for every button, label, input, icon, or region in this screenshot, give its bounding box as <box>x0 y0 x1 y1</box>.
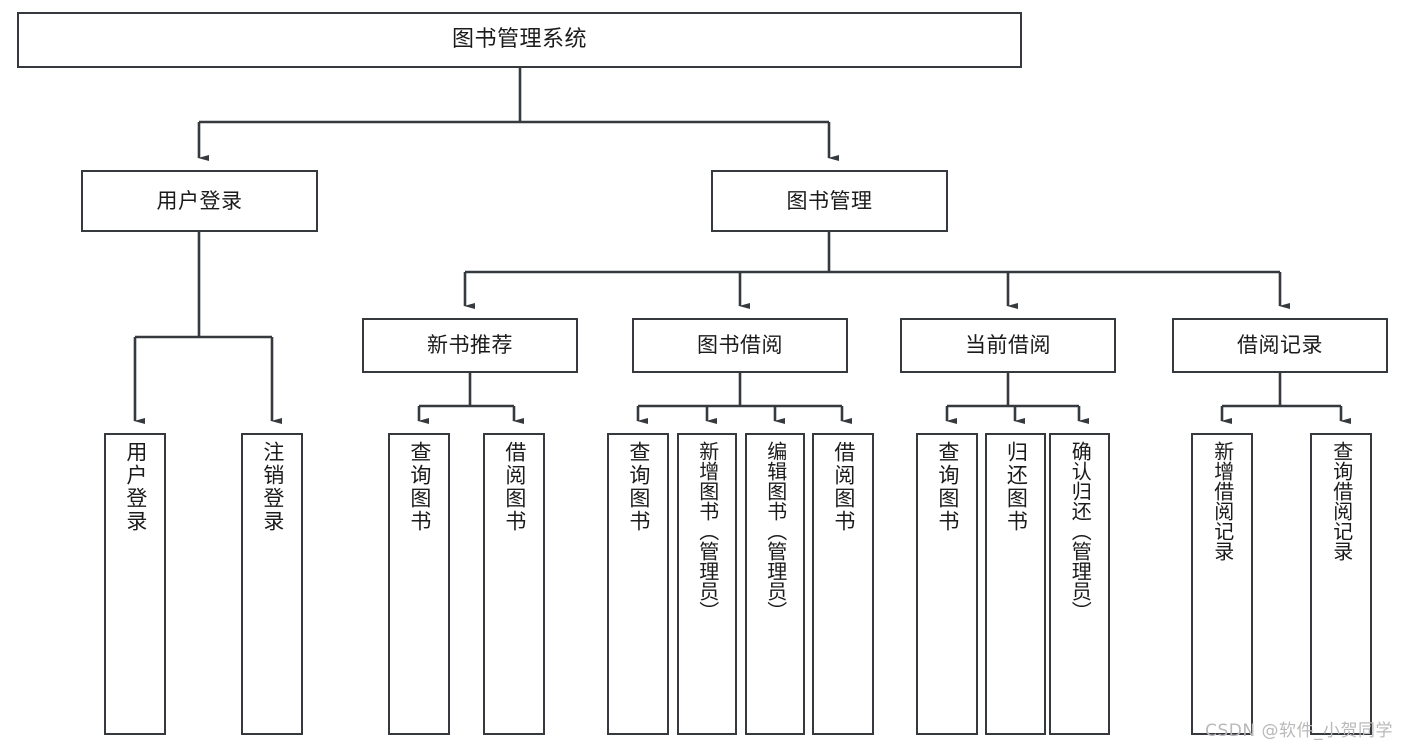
node-leaf-query-book-1[interactable]: 查询图书 <box>388 433 450 735</box>
node-leaf-query-book-2[interactable]: 查询图书 <box>607 433 669 735</box>
node-label: 确认归还（管理员） <box>1068 441 1093 621</box>
node-leaf-return-book[interactable]: 归还图书 <box>985 433 1046 735</box>
node-user-login[interactable]: 用户登录 <box>81 170 318 232</box>
node-leaf-add-book[interactable]: 新增图书（管理员） <box>677 433 737 735</box>
node-label: 用户登录 <box>156 188 243 213</box>
node-label: 图书管理 <box>786 188 873 213</box>
node-label: 新增借阅记录 <box>1210 441 1235 561</box>
node-leaf-query-book-3[interactable]: 查询图书 <box>916 433 978 735</box>
node-label: 查询图书 <box>935 441 960 533</box>
node-label: 查询图书 <box>626 441 651 533</box>
node-label: 借阅图书 <box>502 441 527 533</box>
node-label: 注销登录 <box>260 441 285 533</box>
node-leaf-confirm-return[interactable]: 确认归还（管理员） <box>1049 433 1110 735</box>
node-leaf-borrow-book-1[interactable]: 借阅图书 <box>483 433 545 735</box>
node-label: 查询借阅记录 <box>1329 441 1354 561</box>
node-label: 新书推荐 <box>427 333 513 358</box>
node-label: 借阅图书 <box>831 441 856 533</box>
node-leaf-user-login[interactable]: 用户登录 <box>104 433 166 735</box>
node-label: 当前借阅 <box>965 333 1051 358</box>
node-label: 借阅记录 <box>1237 333 1323 358</box>
node-label: 图书管理系统 <box>451 27 587 53</box>
node-book-manage[interactable]: 图书管理 <box>711 170 948 232</box>
node-label: 编辑图书（管理员） <box>763 441 788 621</box>
node-root-system[interactable]: 图书管理系统 <box>17 12 1022 68</box>
node-leaf-add-record[interactable]: 新增借阅记录 <box>1191 433 1253 735</box>
node-label: 新增图书（管理员） <box>695 441 720 621</box>
node-leaf-borrow-book-2[interactable]: 借阅图书 <box>812 433 874 735</box>
node-leaf-query-record[interactable]: 查询借阅记录 <box>1310 433 1372 735</box>
node-label: 用户登录 <box>123 441 148 533</box>
node-leaf-user-logout[interactable]: 注销登录 <box>241 433 303 735</box>
node-label: 查询图书 <box>407 441 432 533</box>
node-label: 归还图书 <box>1004 441 1029 533</box>
node-book-borrow[interactable]: 图书借阅 <box>632 318 848 373</box>
node-current-borrow[interactable]: 当前借阅 <box>900 318 1116 373</box>
csdn-watermark: CSDN @软件_小贺同学 <box>1205 721 1393 741</box>
node-borrow-record[interactable]: 借阅记录 <box>1172 318 1388 373</box>
node-label: 图书借阅 <box>697 333 783 358</box>
node-leaf-edit-book[interactable]: 编辑图书（管理员） <box>745 433 805 735</box>
node-new-book-recommend[interactable]: 新书推荐 <box>362 318 578 373</box>
